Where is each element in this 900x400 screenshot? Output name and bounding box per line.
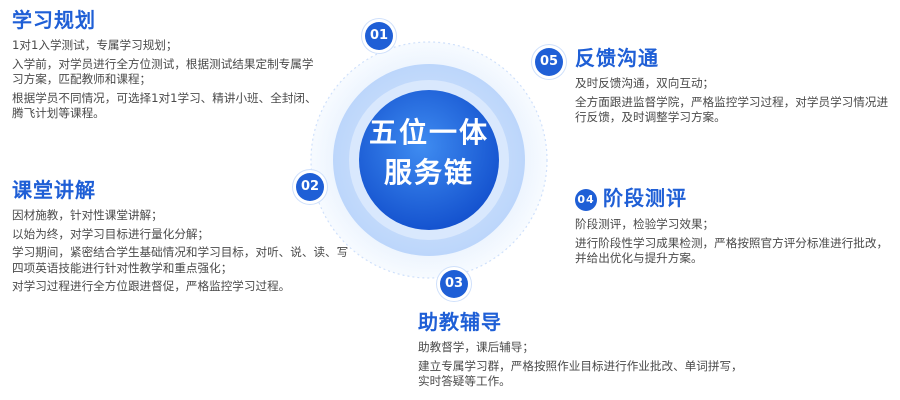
step-text: 根据学员不同情况，可选择1对1学习、精讲小班、全封闭、腾飞计划等课程。 [12, 90, 317, 121]
step-title: 04 阶段测评 [575, 186, 893, 211]
step-text: 阶段测评，检验学习效果； [575, 217, 715, 231]
step-text: 因材施教，针对性课堂讲解； [12, 208, 163, 222]
center-title-line1: 五位一体 [368, 116, 489, 149]
step-title: 课堂讲解 [12, 178, 96, 202]
step-text: 1对1入学测试，专属学习规划； [12, 38, 178, 52]
step-feedback: 反馈沟通 及时反馈沟通，双向互动； 全方面跟进监督学院，严格监控学习过程，对学员… [575, 46, 893, 129]
center-title-line2: 服务链 [383, 156, 474, 189]
step-02-badge: 02 [296, 173, 324, 201]
step-text: 全方面跟进监督学院，严格监控学习过程，对学员学习情况进行反馈，及时调整学习方案。 [575, 94, 889, 125]
step-04-badge: 04 [575, 189, 597, 211]
step-learning-plan: 学习规划 1对1入学测试，专属学习规划； 入学前，对学员进行全方位测试，根据测试… [12, 8, 317, 125]
step-classroom-lecture: 课堂讲解 因材施教，针对性课堂讲解； 以始为终，对学习目标进行量化分解； 学习期… [12, 178, 357, 298]
step-text: 进行阶段性学习成果检测，严格按照官方评分标准进行批改，并给出优化与提升方案。 [575, 235, 889, 266]
step-text: 建立专属学习群，严格按照作业目标进行作业批改、单词拼写，实时答疑等工作。 [418, 358, 743, 389]
step-title: 学习规划 [12, 8, 96, 32]
center-core [359, 90, 499, 230]
step-text: 对学习过程进行全方位跟进督促，严格监控学习过程。 [12, 279, 291, 293]
step-title-text: 阶段测评 [603, 186, 687, 210]
step-text: 助教督学，课后辅导； [418, 340, 534, 354]
step-title: 反馈沟通 [575, 46, 659, 70]
orbit-ring [310, 41, 548, 279]
step-title: 助教辅导 [418, 310, 502, 334]
step-text: 以始为终，对学习目标进行量化分解； [12, 226, 210, 241]
step-03-badge: 03 [440, 270, 468, 298]
step-assistant-tutoring: 助教辅导 助教督学，课后辅导； 建立专属学习群，严格按照作业目标进行作业批改、单… [418, 310, 748, 393]
step-text: 及时反馈沟通，双向互动； [575, 76, 715, 90]
center-title: 五位一体 服务链 [349, 113, 509, 193]
step-text: 学习期间，紧密结合学生基础情况和学习目标，对听、说、读、写四项英语技能进行针对性… [12, 245, 349, 275]
step-text: 入学前，对学员进行全方位测试，根据测试结果定制专属学习方案，匹配教师和课程； [12, 56, 314, 87]
step-05-badge: 05 [535, 48, 563, 76]
step-01-badge: 01 [365, 22, 393, 50]
step-stage-assessment: 04 阶段测评 阶段测评，检验学习效果； 进行阶段性学习成果检测，严格按照官方评分… [575, 186, 893, 270]
